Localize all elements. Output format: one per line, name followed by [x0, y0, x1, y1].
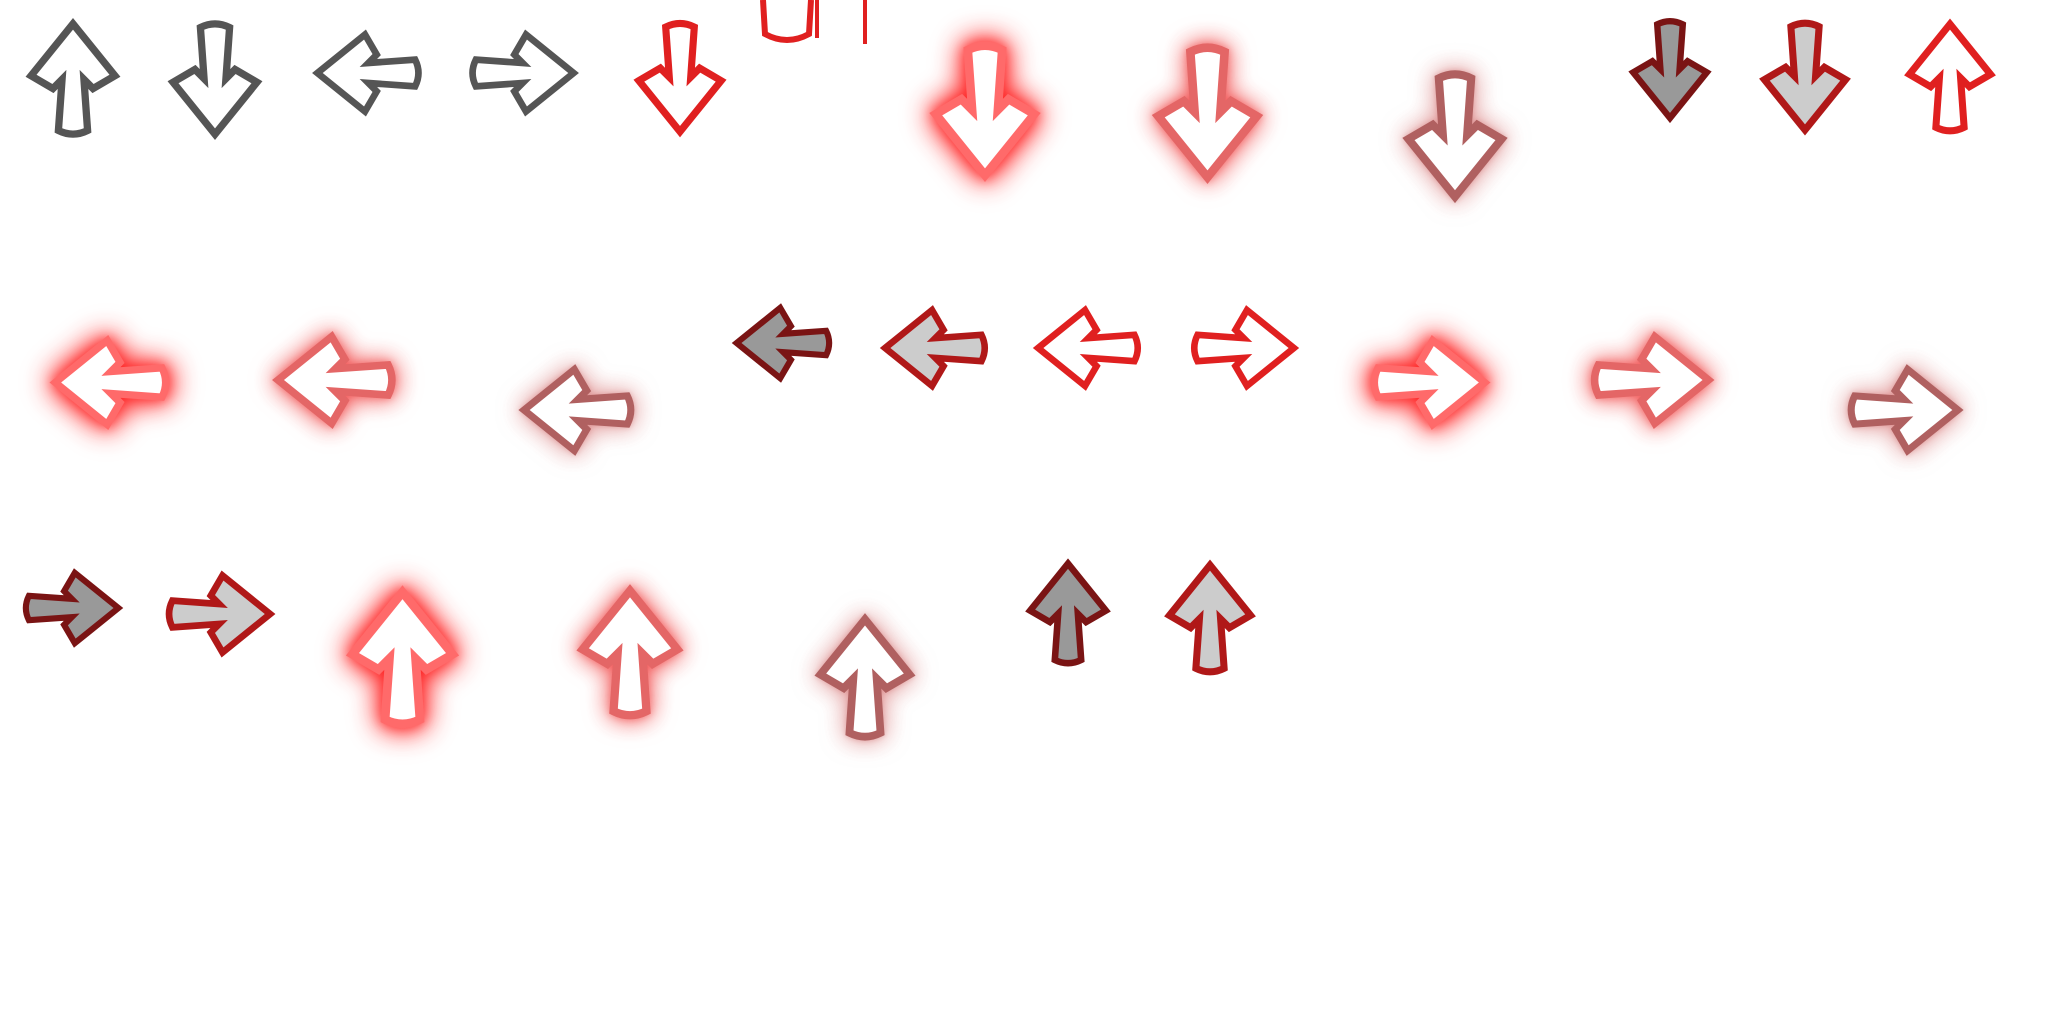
right-arrow-pressed-dark-icon — [5, 543, 140, 673]
left-arrow-glow-faint-icon — [492, 335, 662, 485]
down-arrow-glow-medium-icon — [1125, 22, 1290, 204]
down-arrow-glow-strong-icon — [900, 20, 1070, 202]
up-arrow-glow-faint-icon — [795, 595, 935, 760]
down-arrow-outline-gray-icon — [145, 2, 285, 157]
up-arrow-outline-gray-icon — [3, 1, 143, 156]
right-arrow-outline-red-icon — [1167, 278, 1322, 418]
right-arrow-pressed-light-icon — [145, 543, 295, 685]
left-arrow-glow-medium-icon — [247, 300, 422, 460]
arrow-fragment-icon — [760, 0, 867, 44]
right-arrow-glow-strong-icon — [1340, 305, 1520, 460]
left-arrow-pressed-dark-icon — [715, 278, 850, 408]
left-arrow-glow-strong-icon — [20, 305, 200, 460]
down-arrow-glow-faint-icon — [1375, 50, 1535, 222]
up-arrow-pressed-dark-icon — [1003, 543, 1133, 683]
right-arrow-outline-gray-icon — [446, 2, 601, 144]
up-arrow-glow-strong-icon — [320, 565, 485, 750]
down-arrow-outline-red-icon — [605, 2, 755, 154]
left-arrow-pressed-light-icon — [857, 278, 1012, 418]
up-arrow-outline-red-icon — [1880, 2, 2020, 152]
down-arrow-pressed-dark-icon — [1595, 2, 1745, 138]
up-arrow-pressed-light-icon — [1135, 543, 1285, 693]
right-arrow-glow-medium-icon — [1562, 300, 1742, 460]
left-arrow-outline-red-icon — [1010, 278, 1165, 418]
left-arrow-outline-gray-icon — [290, 2, 445, 144]
right-arrow-glow-faint-icon — [1820, 335, 1990, 485]
up-arrow-glow-medium-icon — [550, 565, 710, 740]
down-arrow-pressed-light-icon — [1730, 2, 1880, 152]
